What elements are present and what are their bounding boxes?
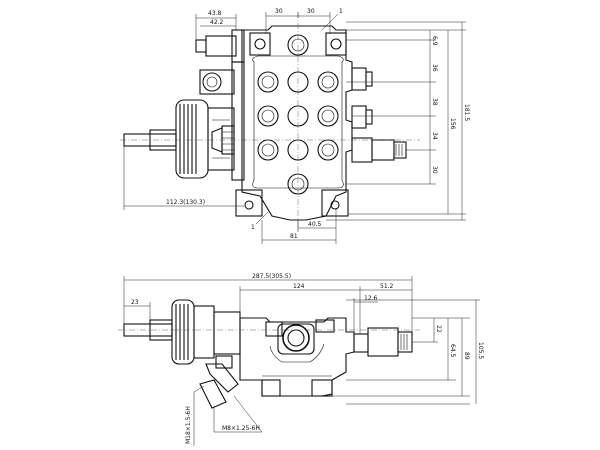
dim-36: 36 (431, 64, 438, 72)
side-right-dimensions: 22 64.5 89 105.5 (332, 299, 484, 405)
port-1a-inner (261, 75, 275, 89)
thread-m18: M18×1.5-6H (185, 406, 192, 444)
side-actuator-housing (171, 299, 195, 365)
side-top-boss-left (265, 321, 283, 337)
top-boss-hole-left (254, 38, 266, 50)
output-spool-base (351, 137, 373, 163)
actuator-nut-thread (222, 131, 234, 151)
dim-89: 89 (463, 352, 470, 360)
top-boss-hole-right (330, 38, 342, 50)
port-3a (257, 139, 279, 161)
relief-valve-cap (195, 39, 207, 53)
dim-6-9: 6.9 (431, 36, 438, 46)
dim-51-2: 51.2 (380, 283, 394, 290)
gauge-block (199, 69, 235, 95)
dim-287-5: 287.5(305.5) (252, 273, 291, 280)
port-1c-inner (321, 75, 335, 89)
dim-156: 156 (449, 118, 456, 130)
port-2a-inner (261, 109, 275, 123)
thread-m8: M8×1.25-6H (222, 425, 260, 432)
output-spool-body (371, 139, 395, 161)
port-1c (317, 71, 339, 93)
actuator-ribs (179, 104, 197, 174)
valve-inner-contour (252, 55, 344, 189)
side-lower-block-left (261, 379, 281, 397)
dim-181-5: 181.5 (463, 104, 470, 121)
side-angled-fitting (205, 363, 239, 393)
dim-40-5: 40.5 (308, 221, 322, 228)
port-3a-inner (261, 143, 275, 157)
right-adjuster-2-cap (365, 109, 373, 125)
port-1a (257, 71, 279, 93)
top-view: 43.8 42.2 30 30 1 6.9 (120, 8, 470, 244)
dim-43-8: 43.8 (208, 10, 222, 17)
gauge-port (202, 72, 222, 92)
port-3c-inner (321, 143, 335, 157)
side-view: 287.5(305.5) 124 51.2 12.6 23 (118, 273, 484, 446)
mount-hole-left (244, 200, 254, 210)
right-adjuster-1-cap (365, 71, 373, 87)
side-actuator-flange (213, 311, 241, 355)
top-view-dimensions: 43.8 42.2 30 30 1 (195, 8, 343, 40)
left-side-plate (231, 61, 245, 181)
port-2c (317, 105, 339, 127)
top-boss-left (249, 32, 271, 56)
side-inner-contour (262, 343, 332, 377)
side-angled-cap (199, 379, 227, 409)
port-3c (317, 139, 339, 161)
side-top-dimensions: 287.5(305.5) 124 51.2 12.6 23 (123, 273, 413, 334)
bottom-dimensions: 112.3(130.3) 40.5 81 1 (123, 146, 337, 244)
dim-22: 22 (435, 325, 442, 333)
port-2a (257, 105, 279, 127)
side-actuator-body (193, 305, 215, 359)
side-top-boss-right (315, 319, 335, 333)
mounting-foot-right (321, 189, 349, 217)
side-spool-spline (400, 334, 408, 350)
dim-30-c: 30 (431, 166, 438, 174)
side-spool-body (367, 327, 399, 357)
side-actuator-ribs (175, 304, 189, 360)
side-main-port-inner (287, 329, 305, 347)
gauge-port-inner (206, 76, 218, 88)
side-port-boss (277, 323, 315, 355)
dim-38: 38 (431, 98, 438, 106)
side-lower-block-right (311, 379, 333, 397)
thread-callouts: M8×1.25-6H M18×1.5-6H (185, 385, 263, 446)
dim-105-5: 105.5 (477, 342, 484, 359)
output-spool-spline (395, 144, 403, 156)
side-spool-base (353, 333, 369, 353)
right-adjuster-2 (351, 105, 367, 129)
dim-81: 81 (290, 233, 298, 240)
side-main-port (282, 324, 310, 352)
dim-42-2: 42.2 (210, 19, 224, 26)
dim-30-b: 30 (307, 8, 315, 15)
dim-34: 34 (431, 132, 438, 140)
port-2c-inner (321, 109, 335, 123)
mark-1-top: 1 (339, 8, 343, 15)
dim-23: 23 (131, 299, 139, 306)
top-boss-right (325, 32, 347, 56)
dim-124: 124 (293, 283, 305, 290)
mark-1-bottom: 1 (251, 224, 255, 231)
side-shaft-collar (149, 319, 173, 341)
actuator-body-lines (212, 119, 230, 159)
right-adjuster-1 (351, 67, 367, 91)
right-dimensions: 6.9 36 38 34 30 156 181.5 (326, 21, 470, 221)
mounting-foot-left (235, 189, 263, 217)
dim-30-a: 30 (275, 8, 283, 15)
mount-hole-right (330, 200, 340, 210)
dim-12-6: 12.6 (364, 295, 378, 302)
side-fitting-hex (215, 355, 233, 369)
dim-112-3: 112.3(130.3) (166, 199, 205, 206)
side-spool-end (397, 331, 413, 353)
dim-64-5: 64.5 (449, 344, 456, 358)
